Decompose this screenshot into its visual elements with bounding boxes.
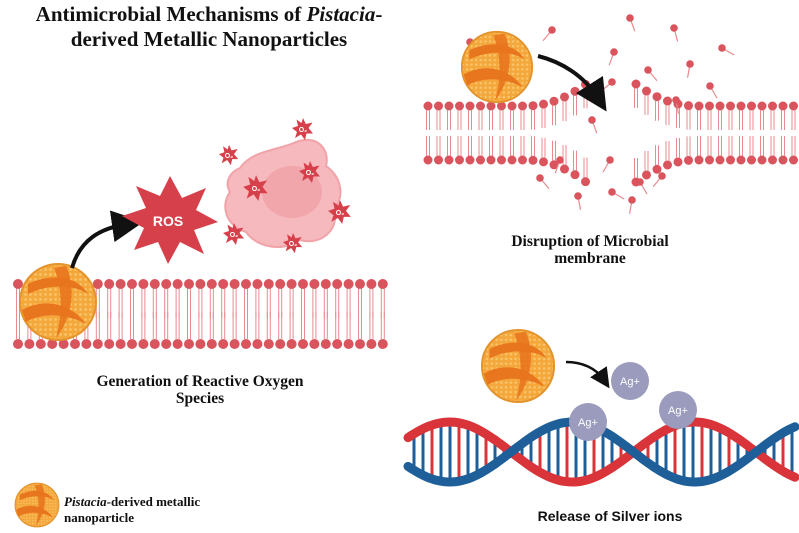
figure-title: Antimicrobial Mechanisms of Pistacia- de… [4,2,414,52]
oxygen-radical-icon: O₂ [292,118,313,140]
legend-label: Pistacia-derived metallic nanoparticle [64,494,201,525]
svg-text:O₂: O₂ [299,127,308,134]
ros-burst-icon: ROS [122,176,218,264]
svg-text:O₂: O₂ [252,186,261,193]
damaged-cell-icon [224,139,342,248]
silver-ion-label: Ag+ [668,405,688,417]
oxygen-radical-icon: O₂ [223,223,244,245]
lipid-bilayer-left [13,279,388,349]
disrupted-membrane [423,79,798,187]
arrow-to-membrane-icon [537,54,607,112]
oxygen-radicals: O₂ O₂ O₂ O₂ O₂ O₂ O₂ [218,118,351,254]
oxygen-radical-icon: O₂ [243,175,268,201]
svg-text:O₂: O₂ [225,153,234,160]
title-line1-italic: Pistacia [306,2,376,26]
nanoparticle-icon [19,263,97,341]
silver-ion-icon: Ag+ [611,362,649,400]
nanoparticle-icon [480,328,556,404]
ros-caption: Generation of Reactive Oxygen Species [96,373,304,407]
legend-nanoparticle-icon [14,482,60,528]
nanoparticle-icon [460,30,534,104]
title-line1-suffix: - [375,2,383,26]
title-line2: derived Metallic Nanoparticles [70,27,348,51]
oxygen-radical-icon: O₂ [282,232,303,254]
ros-label: ROS [153,213,183,229]
svg-text:O₂: O₂ [230,232,239,239]
oxygen-radical-icon: O₂ [218,144,239,166]
silver-ion-icon: Ag+ [659,391,697,429]
svg-text:O₂: O₂ [306,170,315,177]
silver-ion-label: Ag+ [620,376,640,388]
silver-ion-icon: Ag+ [569,403,607,441]
oxygen-radical-icon: O₂ [328,200,351,224]
arrow-to-ros-icon [70,210,144,269]
silver-caption: Release of Silver ions [537,508,683,524]
svg-text:O₂: O₂ [289,241,298,248]
oxygen-radical-icon: O₂ [299,161,320,183]
arrow-to-silver-ions-icon [565,360,610,389]
silver-ion-label: Ag+ [578,417,598,429]
title-line1-prefix: Antimicrobial Mechanisms of [35,2,307,26]
membrane-caption: Disruption of Microbial membrane [511,233,669,267]
svg-text:O₂: O₂ [336,210,345,217]
